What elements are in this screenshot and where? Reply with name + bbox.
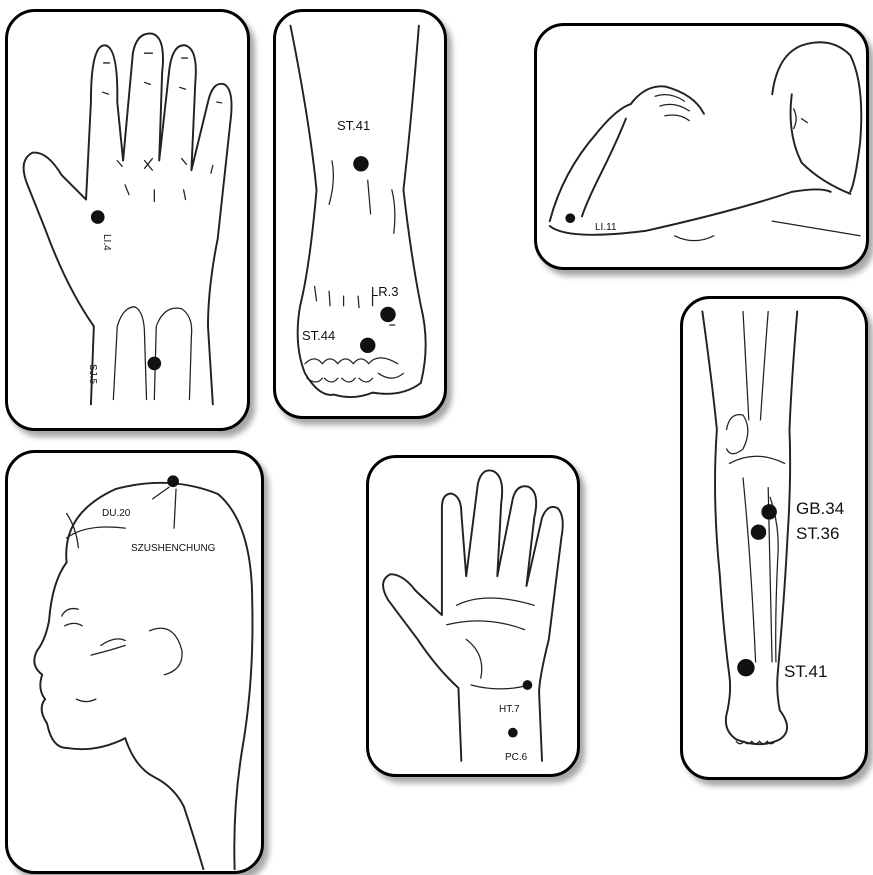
hand-back-illustration: [8, 12, 247, 428]
panel-palm: HT.7 PC.6: [366, 455, 580, 777]
point-st36-marker: [751, 524, 766, 539]
point-st44-label: ST.44: [302, 328, 335, 343]
point-ht7-label: HT.7: [499, 704, 520, 715]
point-lr3-label: LR.3: [371, 284, 398, 299]
point-st44-marker: [360, 338, 375, 353]
point-lr3-marker: [380, 307, 395, 322]
point-li11-label: LI.11: [595, 222, 617, 233]
point-li4-label: LI.4: [101, 234, 112, 251]
point-st36-label: ST.36: [796, 524, 839, 544]
panel-leg: GB.34 ST.36 ST.41: [680, 296, 868, 780]
point-st41-leg-marker: [737, 659, 754, 676]
head-illustration: [8, 453, 261, 871]
point-li11-marker: [565, 213, 575, 223]
point-li4-marker: [91, 210, 105, 224]
point-pc6-marker: [508, 728, 518, 738]
panel-back-of-hand: LI.4 SJ.5: [5, 9, 250, 431]
point-pc6-label: PC.6: [505, 752, 527, 763]
point-du20-marker: [167, 475, 179, 487]
point-ht7-marker: [523, 680, 533, 690]
point-st41-marker: [353, 156, 368, 171]
point-st41-leg-label: ST.41: [784, 662, 827, 682]
arm-illustration: [537, 26, 866, 267]
panel-arm: LI.11: [534, 23, 869, 270]
point-du20-label: DU.20: [102, 508, 130, 519]
point-gb34-marker: [761, 504, 776, 519]
point-szushenchung-label: SZUSHENCHUNG: [131, 543, 215, 554]
point-sj5-label: SJ.5: [87, 364, 98, 384]
point-st41-label: ST.41: [337, 118, 370, 133]
panel-foot: ST.41 LR.3 ST.44: [273, 9, 447, 419]
point-sj5-marker: [147, 357, 161, 371]
point-gb34-label: GB.34: [796, 499, 844, 519]
foot-illustration: [276, 12, 444, 416]
palm-illustration: [369, 458, 577, 774]
panel-head: DU.20 SZUSHENCHUNG: [5, 450, 264, 874]
